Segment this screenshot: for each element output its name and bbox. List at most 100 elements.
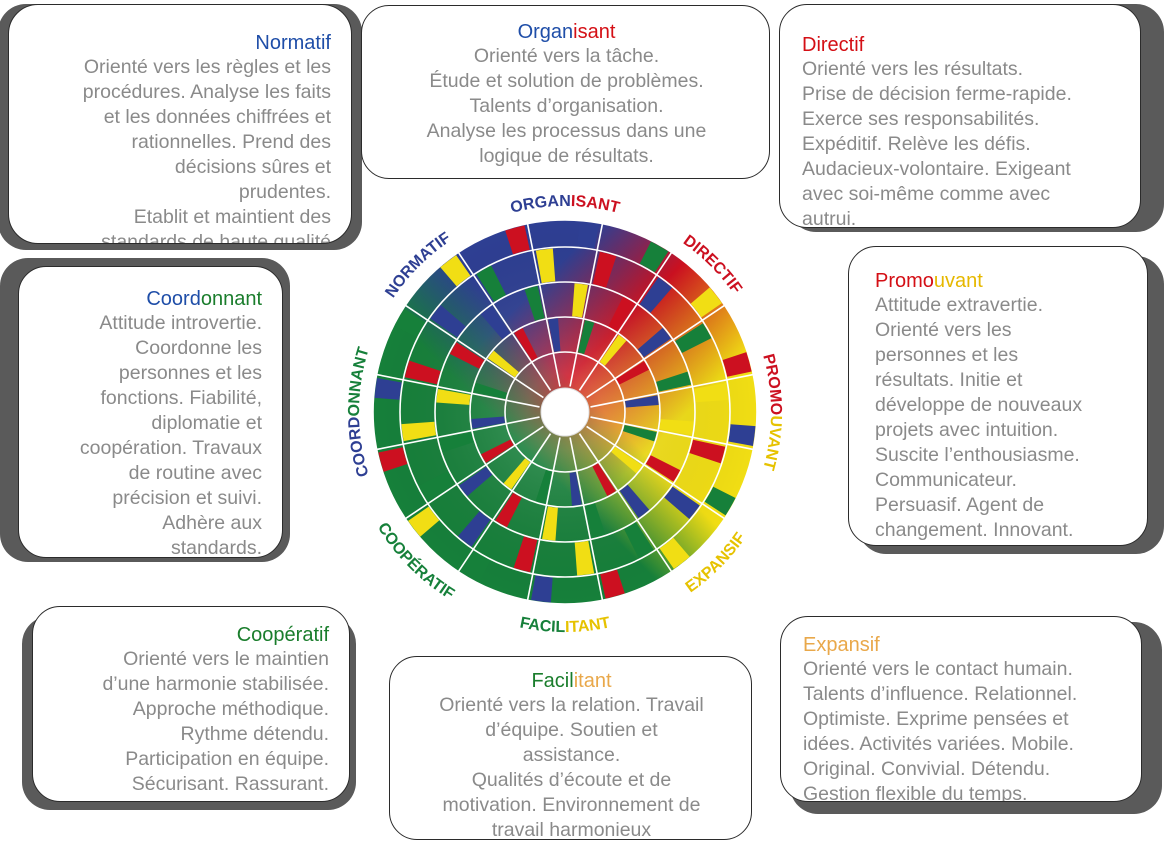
wheel-sliver: [574, 540, 595, 576]
wheel-sliver: [548, 318, 561, 352]
wheel-spoke: [404, 425, 544, 520]
wheel-spoke: [569, 223, 604, 387]
wheel-ring: [372, 219, 758, 605]
wheel-sliver: [639, 277, 673, 313]
wheel-sliver: [728, 424, 756, 446]
wheel-sliver: [577, 221, 599, 249]
wheel-label-organisant: ORGANISANT: [509, 193, 622, 217]
wheel-sliver: [436, 389, 471, 405]
wheel-spoke: [376, 416, 540, 451]
wheel-spoke: [590, 373, 754, 408]
wheel-sliver: [476, 265, 507, 302]
wheel-sliver: [480, 306, 511, 340]
wheel-grid: [372, 219, 758, 605]
wheel-sliver: [656, 371, 692, 392]
wheel-sliver: [645, 455, 681, 482]
wheel-sliver: [505, 225, 530, 255]
wheel-sliver: [495, 492, 522, 528]
wheel-spoke: [578, 433, 673, 573]
wheel-sliver: [689, 439, 726, 464]
wheel-spoke: [457, 433, 552, 573]
wheel-sliver: [592, 463, 616, 496]
wheel-spoke: [586, 425, 726, 520]
wheel-sliver: [473, 382, 508, 400]
expansif-card: Expansif Orienté vers le contact humain.…: [780, 616, 1142, 802]
wheel-sliver: [459, 466, 493, 497]
wheel-sliver: [600, 569, 625, 599]
wheel-sliver: [577, 320, 595, 355]
wheel-sliver: [487, 350, 519, 378]
normatif-body: Orienté vers les règles et les procédure…: [82, 56, 331, 244]
wheel-spoke: [569, 437, 604, 601]
organisant-title: Organisant: [517, 21, 616, 43]
wheel-sliver: [440, 255, 471, 287]
wheel-sliver: [704, 486, 736, 516]
wheel-sliver: [535, 248, 556, 284]
wheel-spoke: [526, 223, 561, 387]
wheel-sliver: [659, 419, 694, 435]
wheel-sliver: [374, 378, 402, 400]
directif-card: Directif Orienté vers les résultats. Pri…: [779, 4, 1141, 228]
wheel-ring: [434, 281, 696, 543]
wheel-sliver: [503, 458, 531, 490]
wheel-sliver: [722, 352, 752, 377]
wheel-wedges: [374, 221, 756, 603]
coordonnant-body: Attitude introvertie. Coordonne les pers…: [79, 312, 262, 558]
wheel-sliver: [438, 432, 474, 453]
wheel-ring: [399, 246, 731, 578]
wheel-sliver: [461, 551, 491, 583]
wheel-sliver: [471, 416, 505, 429]
wheel-sliver: [394, 308, 426, 338]
wheel-sliver: [690, 287, 722, 318]
wheel-label-coordonnant: COORDONNANT: [346, 345, 373, 479]
normatif-card: Normatif Orienté vers les règles et les …: [8, 4, 352, 244]
wheel-sliver: [514, 328, 538, 361]
wheel-sliver: [659, 537, 690, 569]
wheel-label-facilitant: FACILITANT: [518, 614, 611, 636]
directif-body: Orienté vers les résultats. Prise de déc…: [802, 58, 1072, 228]
facilitant-title: Facilitant: [531, 670, 612, 692]
expansif-title: Expansif: [803, 634, 880, 656]
wheel-spoke: [586, 304, 726, 399]
wheel-sliver: [599, 334, 627, 366]
promouvant-body: Attitude extravertie. Orienté vers les p…: [875, 294, 1083, 541]
wheel-sliver: [693, 382, 729, 403]
wheel-sliver: [639, 241, 669, 273]
wheel-spoke: [578, 251, 673, 391]
wheel-sliver: [622, 424, 657, 442]
wheel-sliver: [404, 360, 441, 385]
wheel-sliver: [675, 323, 712, 354]
wheel-spoke: [590, 416, 754, 451]
wheel-sliver: [585, 503, 606, 539]
wheel-sliver: [531, 575, 553, 603]
wheel-sliver: [449, 342, 485, 369]
wheel-spoke: [457, 251, 552, 391]
wheel-ring: [504, 351, 626, 473]
cooperatif-body: Orienté vers le maintien d’une harmonie …: [102, 648, 329, 795]
facilitant-card: Facilitant Orienté vers la relation. Tra…: [389, 656, 752, 840]
wheel-sliver: [623, 522, 654, 559]
wheel-sliver: [664, 486, 700, 520]
wheel-sliver: [481, 439, 514, 463]
wheel-sliver: [592, 251, 617, 288]
wheel-spoke: [526, 437, 561, 601]
wheel-center-hole: [540, 387, 590, 437]
wheel-sliver: [625, 395, 659, 408]
organisant-body: Orienté vers la tâche. Étude et solution…: [426, 45, 707, 167]
promouvant-card: Promouvant Attitude extravertie. Orienté…: [848, 246, 1148, 546]
wheel-spoke: [376, 373, 540, 408]
wheel-sliver: [572, 283, 588, 318]
wheel-sliver: [619, 484, 650, 518]
wheel-sliver: [608, 296, 635, 332]
wheel-sliver: [513, 536, 538, 573]
wheel-sliver: [569, 472, 582, 506]
wheel-sliver: [401, 421, 437, 442]
directif-title: Directif: [802, 34, 865, 56]
wheel-sliver: [616, 361, 649, 385]
organisant-card: Organisant Orienté vers la tâche. Étude …: [361, 5, 770, 179]
wheel-sliver: [378, 447, 408, 472]
wheel-sliver: [637, 327, 671, 358]
wheel-sliver: [457, 511, 491, 547]
